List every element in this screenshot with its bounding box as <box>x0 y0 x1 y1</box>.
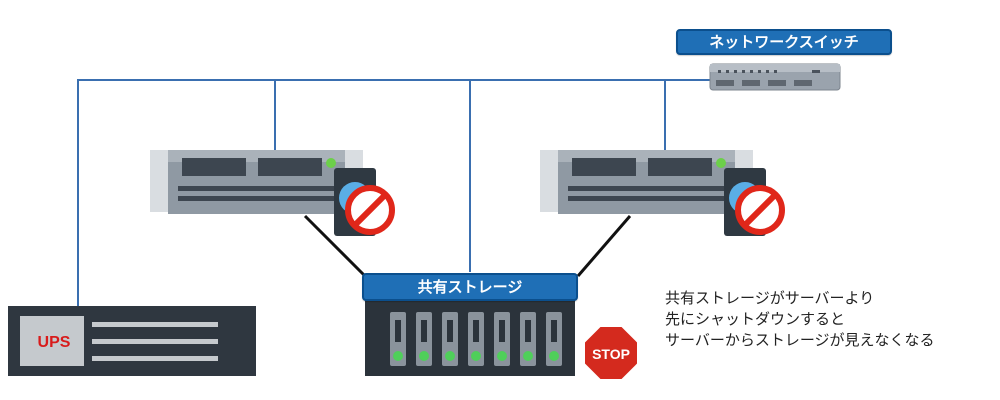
storage-connections <box>303 214 632 278</box>
network-lines <box>77 79 710 310</box>
network-switch-label: ネットワークスイッチ <box>676 29 892 55</box>
note-line-1: 共有ストレージがサーバーより <box>665 289 875 307</box>
server-left <box>150 150 395 236</box>
shared-storage-label: 共有ストレージ <box>362 273 578 301</box>
stop-sign-text: STOP <box>592 346 630 362</box>
ups-device-icon <box>8 306 256 376</box>
prohibited-icon <box>345 185 395 235</box>
ups-label: UPS <box>37 334 71 351</box>
network-switch-icon <box>709 63 841 91</box>
prohibited-icon <box>735 185 785 235</box>
note-line-2: 先にシャットダウンすると <box>665 310 846 328</box>
note-line-3: サーバーからストレージが見えなくなる <box>665 331 935 349</box>
stop-sign-icon: STOP <box>583 325 639 381</box>
rack-server-icon <box>150 150 363 214</box>
rack-server-icon <box>540 150 753 214</box>
storage-array-icon <box>365 300 575 376</box>
warning-note: 共有ストレージがサーバーより 先にシャットダウンすると サーバーからストレージが… <box>665 288 995 351</box>
server-right <box>540 150 785 236</box>
